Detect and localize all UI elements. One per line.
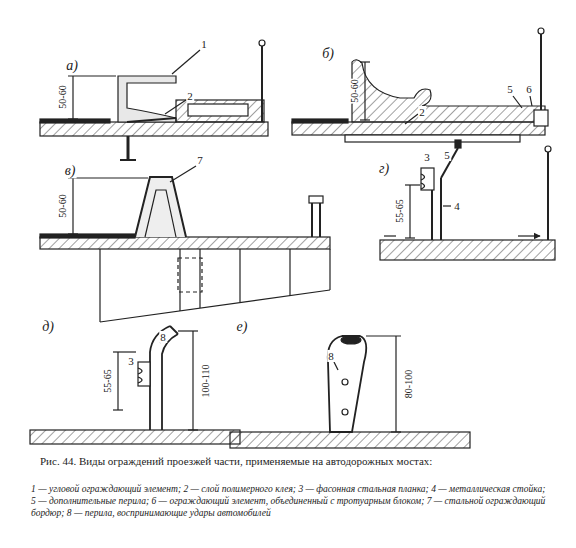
figure-lines <box>30 28 555 448</box>
callout-number: 8 <box>159 331 167 343</box>
dimension-text: 55-65 <box>394 198 405 223</box>
dimension-text: 55-65 <box>102 368 113 393</box>
figure-caption: Рис. 44. Виды ограждений проезжей части,… <box>40 455 550 468</box>
dimension-text: 50-60 <box>57 84 68 109</box>
dimension-text: 50-60 <box>349 78 360 103</box>
dimension-text: 80-100 <box>403 369 414 399</box>
callout-number: 1 <box>200 38 208 50</box>
subfigure-letter: б) <box>321 46 335 61</box>
callout-number: 5 <box>443 149 451 161</box>
callout-number: 8 <box>327 350 335 362</box>
callout-number: 2 <box>186 90 194 102</box>
callout-number: 6 <box>525 83 533 95</box>
dimension-text: 100-110 <box>200 364 211 399</box>
subfigure-letter: в) <box>64 163 77 178</box>
subfigure-letter: г) <box>378 161 390 176</box>
subfigure-letter: а) <box>65 58 79 73</box>
callout-number: 3 <box>423 151 431 163</box>
subfigure-letter: д) <box>41 319 55 334</box>
callout-number: 7 <box>196 154 204 166</box>
callout-number: 3 <box>127 355 135 367</box>
subfigure-letter: е) <box>236 319 249 334</box>
callout-number: 2 <box>418 106 426 118</box>
callout-number: 4 <box>453 200 461 212</box>
callout-number: 5 <box>506 83 514 95</box>
legend-text: 1 — угловой ограждающий элемент; 2 — сло… <box>30 484 552 520</box>
dimension-text: 50-60 <box>57 193 68 218</box>
